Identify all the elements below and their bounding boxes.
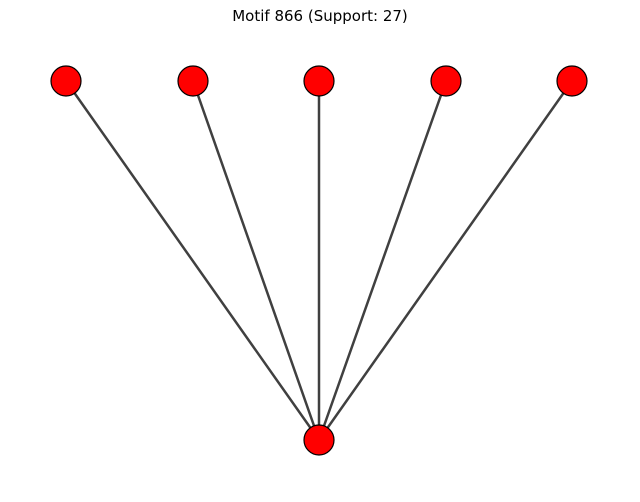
node-hub xyxy=(303,424,335,456)
node-n3 xyxy=(303,65,335,97)
node-n2 xyxy=(177,65,209,97)
edges-layer xyxy=(64,79,574,442)
figure-title: Motif 866 (Support: 27) xyxy=(232,7,408,25)
edge-n5-hub xyxy=(317,79,574,442)
node-n4 xyxy=(430,65,462,97)
node-n5 xyxy=(556,65,588,97)
edge-n1-hub xyxy=(64,79,321,442)
edge-n2-hub xyxy=(191,79,321,442)
nodes-layer xyxy=(50,65,588,456)
edge-n4-hub xyxy=(317,79,448,442)
node-n1 xyxy=(50,65,82,97)
